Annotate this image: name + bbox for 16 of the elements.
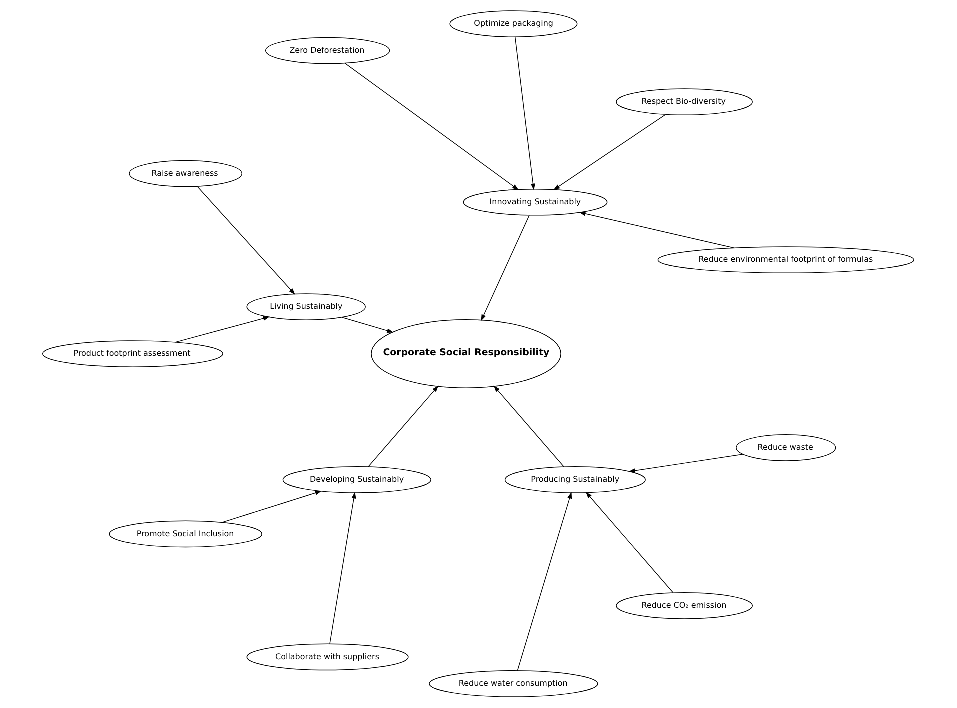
arrow — [579, 212, 735, 248]
arrow — [628, 454, 744, 474]
arrow — [344, 63, 519, 190]
arrow — [342, 317, 394, 334]
arrow — [494, 386, 565, 468]
arrow — [197, 186, 296, 295]
arrow — [586, 492, 674, 594]
arrow — [368, 386, 439, 468]
arrow — [517, 492, 572, 672]
arrow — [175, 316, 270, 343]
node-ellipse: Corporate Social Responsibility — [371, 320, 562, 388]
arrow — [514, 36, 536, 190]
arrow — [554, 114, 666, 190]
arrow — [222, 490, 322, 524]
arrow — [330, 492, 356, 644]
arrow — [481, 215, 530, 322]
